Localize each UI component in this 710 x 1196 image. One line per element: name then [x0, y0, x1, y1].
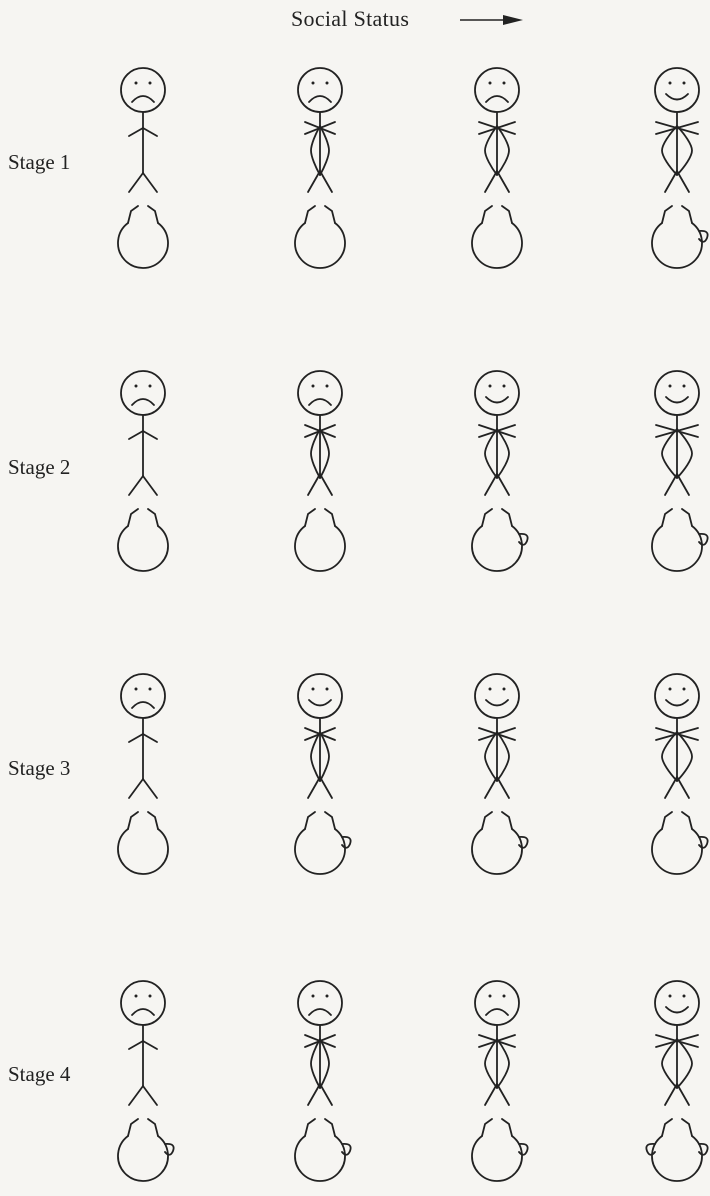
pot-with-handle-icon [295, 1119, 351, 1181]
stick-figure [295, 674, 351, 874]
empty-pot-icon [118, 509, 168, 571]
stick-figure [652, 371, 708, 571]
smiling-face-icon [298, 674, 342, 718]
smiling-face-icon [655, 981, 699, 1025]
oval-body [305, 112, 335, 192]
stick-figure [472, 674, 528, 874]
stick-figure [118, 371, 168, 571]
frowning-face-icon [121, 674, 165, 718]
pot-with-handle-icon [295, 812, 351, 874]
oval-body [305, 1025, 335, 1105]
stick-figure [295, 68, 345, 268]
oval-body [656, 415, 698, 495]
empty-pot-icon [295, 206, 345, 268]
oval-body [656, 112, 698, 192]
pot-with-handle-icon [652, 509, 708, 571]
stick-figure [646, 981, 707, 1181]
thin-body [129, 1025, 157, 1105]
stick-figure [652, 674, 708, 874]
oval-body [656, 718, 698, 798]
frowning-face-icon [475, 68, 519, 112]
pot-with-handle-icon [472, 509, 528, 571]
empty-pot-icon [472, 206, 522, 268]
oval-body [479, 415, 515, 495]
smiling-face-icon [655, 674, 699, 718]
thin-body [129, 718, 157, 798]
stick-figure [652, 68, 708, 268]
smiling-face-icon [475, 674, 519, 718]
frowning-face-icon [475, 981, 519, 1025]
pot-with-handle-icon [472, 1119, 528, 1181]
frowning-face-icon [298, 981, 342, 1025]
frowning-face-icon [298, 371, 342, 415]
stick-figure [118, 981, 174, 1181]
pot-with-handle-icon [652, 206, 708, 268]
empty-pot-icon [118, 812, 168, 874]
smiling-face-icon [655, 68, 699, 112]
stick-figure [118, 68, 168, 268]
smiling-face-icon [475, 371, 519, 415]
pot-with-handle-icon [646, 1119, 707, 1181]
pot-with-handle-icon [472, 812, 528, 874]
oval-body [656, 1025, 698, 1105]
oval-body [305, 415, 335, 495]
oval-body [479, 718, 515, 798]
frowning-face-icon [298, 68, 342, 112]
empty-pot-icon [118, 206, 168, 268]
oval-body [479, 1025, 515, 1105]
stick-figure [295, 981, 351, 1181]
stick-figure [472, 981, 528, 1181]
stick-figure [295, 371, 345, 571]
stick-figure [118, 674, 168, 874]
pot-with-handle-icon [652, 812, 708, 874]
stick-figure [472, 371, 528, 571]
oval-body [305, 718, 335, 798]
frowning-face-icon [121, 371, 165, 415]
pot-with-handle-icon [118, 1119, 174, 1181]
smiling-face-icon [655, 371, 699, 415]
stick-figure [472, 68, 522, 268]
oval-body [479, 112, 515, 192]
thin-body [129, 415, 157, 495]
empty-pot-icon [295, 509, 345, 571]
frowning-face-icon [121, 68, 165, 112]
frowning-face-icon [121, 981, 165, 1025]
thin-body [129, 112, 157, 192]
